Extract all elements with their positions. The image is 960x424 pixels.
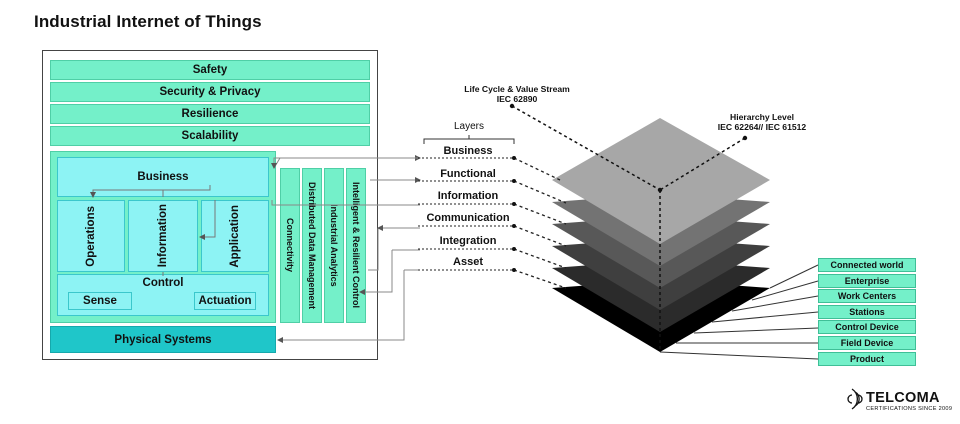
telcoma-logo: TELCOMA CERTIFICATIONS SINCE 2009: [866, 390, 956, 412]
crosscut-intelligent-control-label: Intelligent & Resilient Control: [351, 182, 361, 309]
layer-asset: Asset: [453, 256, 483, 268]
hierarchy-field-device: Field Device: [818, 336, 916, 350]
hierarchy-axis-label: Hierarchy Level IEC 62264// IEC 61512: [706, 112, 818, 132]
crosscut-connectivity-label: Connectivity: [285, 218, 295, 273]
domain-operations: Operations: [57, 200, 125, 272]
layer-information: Information: [437, 190, 499, 202]
crosscut-distributed-data: Distributed Data Management: [302, 168, 322, 323]
concern-scalability: Scalability: [50, 126, 370, 146]
hierarchy-line1: Hierarchy Level: [729, 112, 794, 122]
layer-integration: Integration: [439, 235, 497, 247]
telcoma-logo-name: TELCOMA: [866, 390, 940, 406]
layer-functional: Functional: [440, 168, 496, 180]
page-title: Industrial Internet of Things: [34, 12, 262, 31]
hierarchy-connectors: [659, 264, 819, 360]
layer-connectors: [271, 155, 421, 343]
crosscut-distributed-data-label: Distributed Data Management: [307, 181, 317, 310]
stack-connectors: [513, 157, 567, 289]
lifecycle-line2: IEC 62890: [496, 94, 538, 104]
crosscut-connectivity: Connectivity: [280, 168, 300, 323]
domain-information: Information: [128, 200, 198, 272]
lifecycle-line1: Life Cycle & Value Stream: [464, 84, 570, 94]
stack-connector-dots: [512, 156, 516, 272]
telcoma-signal-icon: [847, 388, 863, 410]
hierarchy-stations: Stations: [818, 305, 916, 319]
concern-security-privacy: Security & Privacy: [50, 82, 370, 102]
hierarchy-product: Product: [818, 352, 916, 366]
hierarchy-enterprise: Enterprise: [818, 274, 916, 288]
crosscut-industrial-analytics: Industrial Analytics: [324, 168, 344, 323]
layer-underlines: [418, 157, 514, 271]
layer-communication: Communication: [426, 212, 510, 224]
hierarchy-connected-world: Connected world: [818, 258, 916, 272]
crosscut-intelligent-control: Intelligent & Resilient Control: [346, 168, 366, 323]
hierarchy-control-device: Control Device: [818, 320, 916, 334]
layers-bracket: [423, 135, 515, 144]
hierarchy-line2: IEC 62264// IEC 61512: [717, 122, 807, 132]
concern-resilience: Resilience: [50, 104, 370, 124]
domain-business: Business: [57, 157, 269, 197]
layers-heading: Layers: [453, 121, 484, 132]
stack-axes: [511, 105, 746, 352]
telcoma-logo-tagline: CERTIFICATIONS SINCE 2009: [866, 406, 953, 412]
axis-dots: [509, 103, 748, 193]
internal-arrows: [90, 185, 216, 276]
physical-systems: Physical Systems: [50, 326, 276, 353]
control-sense: Sense: [68, 292, 132, 310]
control-actuation: Actuation: [194, 292, 256, 310]
concern-safety: Safety: [50, 60, 370, 80]
hierarchy-work-centers: Work Centers: [818, 289, 916, 303]
lifecycle-axis-label: Life Cycle & Value Stream IEC 62890: [446, 84, 588, 104]
domain-control-label: Control: [142, 277, 184, 289]
layer-business: Business: [443, 145, 493, 157]
crosscut-industrial-analytics-label: Industrial Analytics: [329, 204, 339, 287]
layer-stack: [552, 118, 770, 352]
